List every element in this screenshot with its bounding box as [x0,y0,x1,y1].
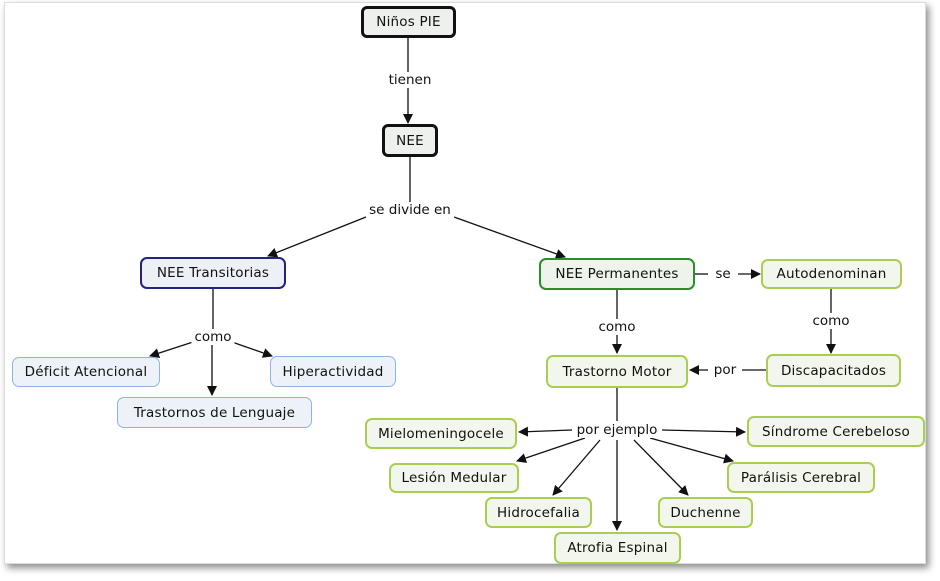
node-nee-permanentes[interactable]: NEE Permanentes [539,258,695,290]
node-atrofia-espinal[interactable]: Atrofia Espinal [554,532,681,564]
node-deficit-atencional[interactable]: Déficit Atencional [12,357,160,387]
link-label-se: se [712,266,734,282]
link-label-por: por [710,362,740,378]
node-lesion-medular[interactable]: Lesión Medular [389,463,519,493]
link-line [661,426,746,437]
link-label-tienen: tienen [385,72,435,88]
node-trastorno-motor[interactable]: Trastorno Motor [546,355,688,388]
link-line [633,439,689,496]
node-trastornos-de-lenguaje[interactable]: Trastornos de Lenguaje [117,397,312,428]
link-line [649,437,734,464]
link-line [518,426,573,437]
node-discapacitados[interactable]: Discapacitados [766,354,901,387]
link-line [552,439,601,496]
node-hidrocefalia[interactable]: Hidrocefalia [485,497,592,528]
link-line [516,437,586,463]
node-sindrome-cerebeloso[interactable]: Síndrome Cerebeloso [747,416,925,447]
link-line [453,216,566,259]
link-label-como-permanentes: como [595,319,639,335]
node-autodenominan[interactable]: Autodenominan [761,259,902,289]
node-mielomeningocele[interactable]: Mielomeningocele [365,418,517,449]
link-label-por-ejemplo: por ejemplo [573,422,661,438]
link-label-se-divide-en: se divide en [366,202,454,218]
link-line [149,341,194,358]
link-line [267,216,367,258]
link-label-como-autodenominan: como [809,313,853,329]
node-nee[interactable]: NEE [382,124,438,157]
node-paralisis-cerebral[interactable]: Parálisis Cerebral [727,462,875,493]
node-nee-transitorias[interactable]: NEE Transitorias [140,257,286,289]
node-hiperactividad[interactable]: Hiperactividad [270,356,396,387]
link-label-como-transitorias: como [191,329,235,345]
node-duchenne[interactable]: Duchenne [658,497,753,528]
link-line [231,341,273,358]
node-ninos-pie[interactable]: Niños PIE [361,6,456,38]
